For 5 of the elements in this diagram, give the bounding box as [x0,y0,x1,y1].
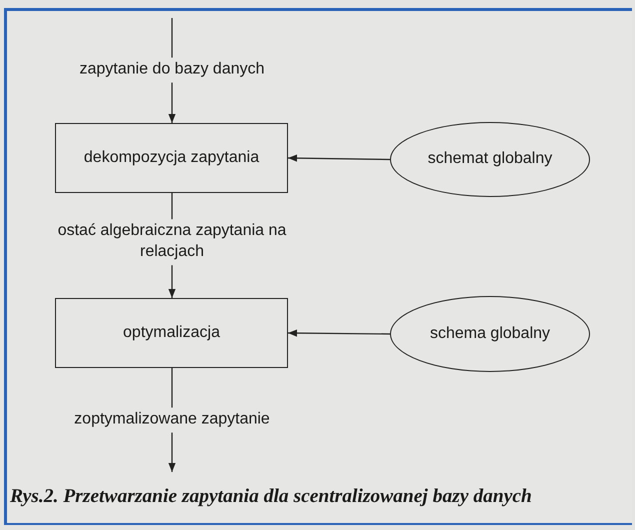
caption: Rys.2. Przetwarzanie zapytania dla scentralizowanej bazy danych [10,486,533,508]
arrow [288,330,390,337]
process-box: optymalizacja [55,298,288,368]
process-box: dekompozycja zapytania [55,123,288,193]
arrow [288,154,390,162]
